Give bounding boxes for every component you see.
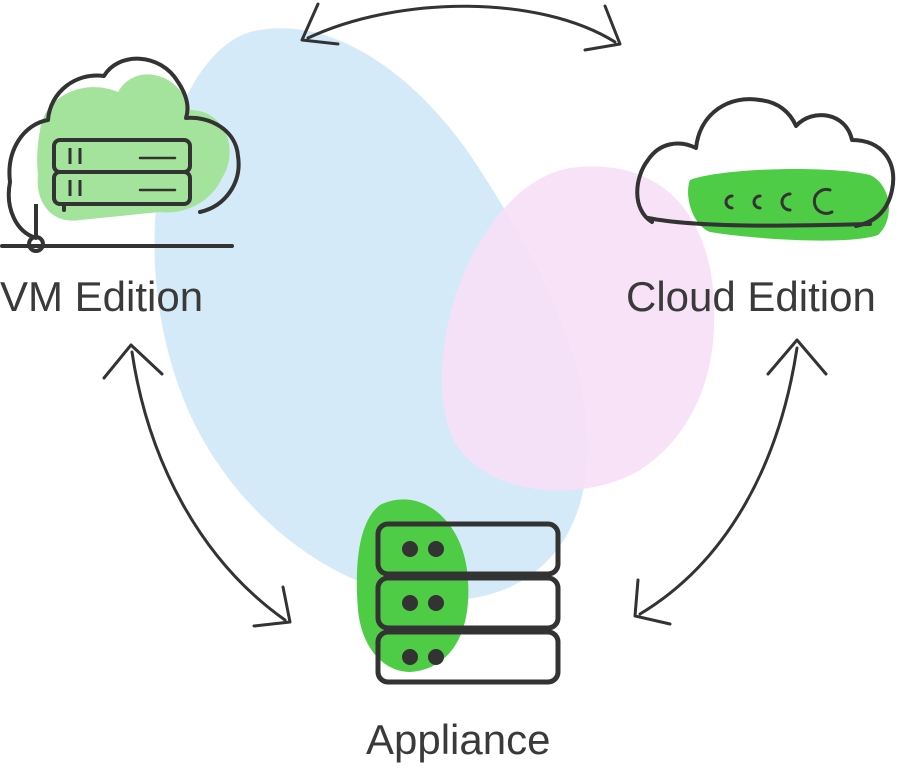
cloud-server-icon <box>0 56 241 253</box>
vm-edition-label: VM Edition <box>0 273 204 320</box>
server-rack-icon <box>356 499 561 685</box>
arrow-vm-appliance <box>102 343 292 628</box>
arrow-vm-cloud <box>300 2 622 52</box>
arrow-cloud-appliance <box>633 338 828 626</box>
cloud-storage-icon <box>635 97 896 241</box>
pink-blob <box>441 166 715 491</box>
cloud-edition-label: Cloud Edition <box>626 273 876 320</box>
appliance-label: Appliance <box>366 716 551 763</box>
